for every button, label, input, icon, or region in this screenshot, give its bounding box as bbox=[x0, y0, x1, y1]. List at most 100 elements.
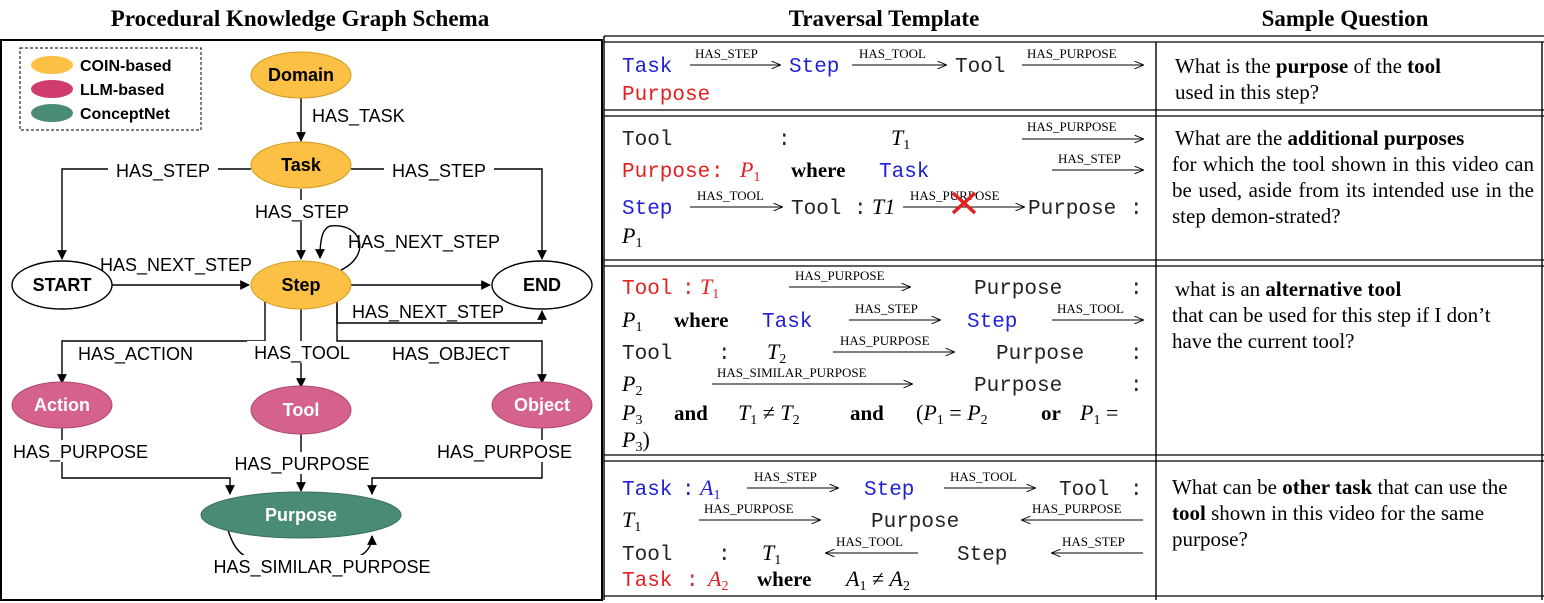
edge-label-has-step-right: HAS_STEP bbox=[392, 161, 486, 182]
t4-var-a2: A2 bbox=[706, 566, 728, 594]
question-4: What can be other task that can use the … bbox=[1172, 475, 1508, 551]
t3-and-1: and bbox=[674, 401, 708, 425]
t4-colon-3: : bbox=[718, 544, 731, 567]
edge-label-has-step-mid: HAS_STEP bbox=[255, 202, 349, 223]
question-1-line-1: What is the purpose of the tool bbox=[1175, 54, 1441, 78]
t2-purpose: Purpose bbox=[622, 161, 710, 184]
t2-colon-1: : bbox=[778, 129, 791, 152]
template-table bbox=[603, 35, 1544, 600]
legend-label-coin: COIN-based bbox=[80, 58, 172, 75]
t2-step: Step bbox=[622, 198, 672, 221]
edge-label-bg bbox=[384, 159, 494, 181]
node-purpose-label: Purpose bbox=[265, 505, 337, 525]
t1-has-tool-label: HAS_TOOL bbox=[859, 46, 926, 61]
t4-where: where bbox=[757, 567, 811, 591]
template-row-1: Task HAS_STEP Step HAS_TOOL Tool HAS_PUR… bbox=[622, 46, 1143, 107]
t3-var-t1: T1 bbox=[700, 274, 719, 302]
t2-task: Task bbox=[879, 161, 929, 184]
edge-label-has-next-step-loop: HAS_NEXT_STEP bbox=[348, 232, 500, 253]
t1-step: Step bbox=[789, 56, 839, 79]
t4-colon-4: : bbox=[686, 570, 699, 593]
t4-has-tool-label: HAS_TOOL bbox=[950, 469, 1017, 484]
t3-has-purpose-label-2: HAS_PURPOSE bbox=[840, 333, 930, 348]
t4-has-step-label: HAS_STEP bbox=[754, 469, 817, 484]
sample-questions: What is the purpose of the tool used in … bbox=[1172, 54, 1534, 551]
edge-label-bg bbox=[10, 440, 168, 462]
node-task-label: Task bbox=[281, 155, 322, 175]
t4-step-2: Step bbox=[957, 544, 1007, 567]
t4-has-purpose-label-1: HAS_PURPOSE bbox=[704, 501, 794, 516]
node-purpose bbox=[200, 491, 402, 539]
edge-label-has-tool: HAS_TOOL bbox=[254, 343, 350, 364]
node-object bbox=[491, 381, 593, 429]
question-2-rest: for which the tool shown in this video c… bbox=[1172, 152, 1534, 228]
t2-has-tool-label: HAS_TOOL bbox=[697, 188, 764, 203]
t2-tool: Tool bbox=[622, 129, 672, 152]
t3-var-t2: T2 bbox=[767, 339, 786, 367]
node-action bbox=[11, 381, 113, 429]
t2-has-purpose-label-1: HAS_PURPOSE bbox=[1027, 119, 1117, 134]
edge-label-bg bbox=[247, 200, 357, 222]
node-domain bbox=[250, 51, 352, 99]
node-tool bbox=[250, 385, 352, 435]
t1-tool: Tool bbox=[955, 56, 1005, 79]
t4-cond-a1-neq-a2: A1 ≠ A2 bbox=[844, 566, 910, 594]
t3-and-2: and bbox=[850, 401, 884, 425]
t4-tool: Tool bbox=[1059, 479, 1109, 502]
t3-has-purpose-label-1: HAS_PURPOSE bbox=[795, 268, 885, 283]
t3-tool: Tool bbox=[622, 278, 672, 301]
edge-label-bg bbox=[433, 440, 591, 462]
t4-purpose: Purpose bbox=[871, 511, 959, 534]
t3-var-p2: P2 bbox=[621, 371, 642, 399]
t2-var-t1-b: T1 bbox=[872, 194, 895, 219]
t4-var-t1-b: T1 bbox=[762, 540, 781, 568]
question-2-line-1: What are the additional purposes bbox=[1175, 126, 1464, 150]
node-task bbox=[250, 141, 352, 189]
t3-has-similar-purpose-label: HAS_SIMILAR_PURPOSE bbox=[717, 365, 867, 380]
edge-label-bg bbox=[198, 555, 446, 577]
edge-label-has-next-step-start: HAS_NEXT_STEP bbox=[100, 255, 252, 276]
t2-has-step-label: HAS_STEP bbox=[1058, 151, 1121, 166]
node-start-label: START bbox=[33, 275, 92, 295]
t3-cond-p3: P3) bbox=[621, 427, 650, 455]
t3-colon-4: : bbox=[1130, 343, 1143, 366]
template-header: Traversal Template bbox=[789, 6, 980, 31]
t2-colon-2: : bbox=[711, 161, 724, 184]
edge-label-has-object: HAS_OBJECT bbox=[392, 344, 510, 365]
t4-var-t1: T1 bbox=[622, 507, 641, 535]
t3-colon-3: : bbox=[718, 343, 731, 366]
t3-var-p1: P1 bbox=[621, 307, 642, 335]
t3-colon-5: : bbox=[1130, 375, 1143, 398]
t3-var-p3: P3 bbox=[621, 400, 642, 428]
t3-cond-t1-neq-t2: T1 ≠ T2 bbox=[738, 400, 800, 428]
node-end bbox=[491, 260, 593, 310]
template-row-3: Tool : T1 HAS_PURPOSE Purpose : P1 where… bbox=[621, 268, 1143, 455]
t3-where: where bbox=[674, 308, 728, 332]
edge-label-bg bbox=[75, 342, 207, 364]
question-header: Sample Question bbox=[1262, 6, 1429, 31]
edge-label-bg bbox=[108, 159, 218, 181]
t4-step: Step bbox=[864, 479, 914, 502]
t1-purpose: Purpose bbox=[622, 84, 710, 107]
t3-has-tool-label: HAS_TOOL bbox=[1057, 301, 1124, 316]
schema-edges: HAS_TASK HAS_STEP HAS_STEP HAS_STEP HAS_… bbox=[10, 98, 591, 578]
edge-label-has-similar-purpose: HAS_SIMILAR_PURPOSE bbox=[213, 557, 430, 578]
node-action-label: Action bbox=[34, 395, 90, 415]
t4-colon-2: : bbox=[1130, 479, 1143, 502]
legend-box bbox=[19, 47, 202, 131]
t3-cond-p1-eq: P1 = bbox=[1079, 400, 1118, 428]
t2-colon-3: : bbox=[854, 198, 867, 221]
node-domain-label: Domain bbox=[268, 65, 334, 85]
t4-has-tool-label-2: HAS_TOOL bbox=[836, 534, 903, 549]
schema-panel bbox=[0, 39, 603, 601]
t3-purpose-1: Purpose bbox=[974, 278, 1062, 301]
t1-has-purpose-label: HAS_PURPOSE bbox=[1027, 46, 1117, 61]
t4-colon-1: : bbox=[682, 479, 695, 502]
legend-swatch-coin bbox=[31, 56, 73, 74]
t4-tool-2: Tool bbox=[622, 544, 672, 567]
edge-step-self-loop bbox=[315, 225, 361, 271]
edge-label-has-purpose-tool: HAS_PURPOSE bbox=[234, 454, 369, 475]
legend-label-conceptnet: ConceptNet bbox=[80, 106, 170, 123]
schema-nodes: Domain Task Step START END Action Tool O… bbox=[11, 51, 593, 539]
